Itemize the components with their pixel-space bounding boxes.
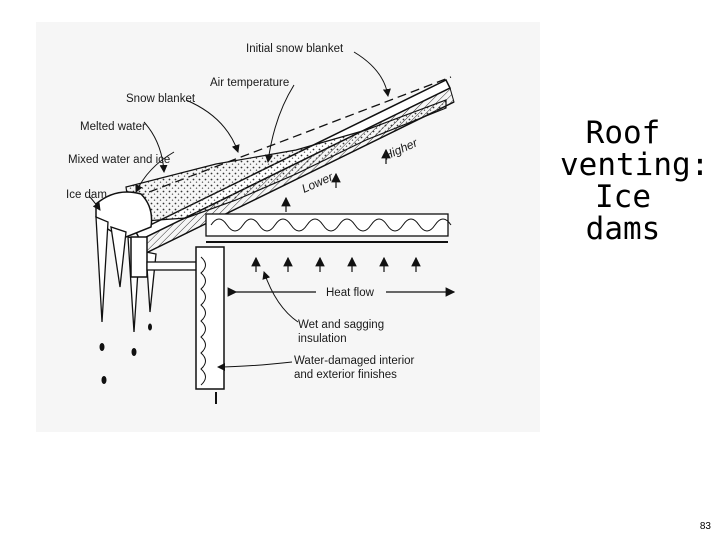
label-wet-sagging-2: insulation — [298, 333, 347, 345]
label-snow-blanket: Snow blanket — [126, 93, 196, 105]
label-mixed-water-and-ice: Mixed water and ice — [68, 154, 170, 166]
leader-lines — [89, 51, 391, 371]
water-drops — [99, 323, 152, 384]
label-water-damaged-2: and exterior finishes — [294, 369, 397, 381]
exterior-wall — [195, 246, 225, 404]
snow-blanket-shape — [125, 99, 447, 223]
heat-arrows — [251, 148, 421, 272]
label-water-damaged-1: Water-damaged interior — [294, 355, 415, 367]
slide-title: Roof venting: Ice dams — [560, 115, 710, 247]
label-initial-snow-blanket: Initial snow blanket — [246, 43, 344, 55]
label-air-temperature: Air temperature — [210, 77, 289, 89]
label-wet-sagging-1: Wet and sagging — [298, 319, 384, 331]
label-higher: Higher — [382, 135, 421, 163]
page-number: 83 — [699, 521, 711, 532]
label-melted-water: Melted water — [80, 121, 146, 133]
slide-title-line-3: Ice — [595, 178, 651, 215]
attic-insulation — [205, 213, 452, 237]
slide-title-line-4: dams — [585, 210, 661, 247]
fascia — [130, 236, 148, 278]
label-ice-dam: Ice dam — [66, 189, 107, 201]
label-heat-flow: Heat flow — [326, 287, 375, 299]
slide-title-line-1: Roof — [585, 115, 661, 151]
diagram-svg: Initial snow blanket Air temperature Sno… — [66, 43, 456, 404]
ice-dam-diagram: Initial snow blanket Air temperature Sno… — [36, 22, 540, 432]
slide-title-line-2: venting: — [560, 146, 710, 183]
